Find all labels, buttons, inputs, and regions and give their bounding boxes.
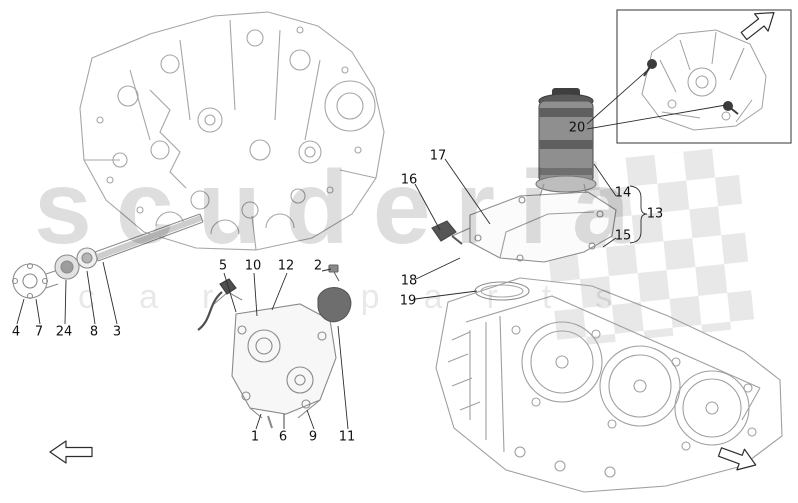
callout-18: 18: [400, 273, 418, 289]
oil-pump-drawing: [197, 264, 352, 429]
callout-1: 1: [250, 429, 260, 445]
callout-12: 12: [277, 258, 295, 274]
callout-20: 20: [568, 120, 586, 136]
callout-11: 11: [338, 429, 356, 445]
arrow-up-right-icon: [740, 12, 775, 41]
crankcase-drawing: [79, 11, 385, 251]
callout-leader-lines: [16, 67, 727, 430]
group-bracket: [629, 185, 648, 244]
callout-15: 15: [614, 228, 632, 244]
callout-2: 2: [313, 258, 323, 274]
callout-3: 3: [112, 324, 122, 340]
callout-8: 8: [89, 324, 99, 340]
callout-13: 13: [646, 206, 664, 222]
arrow-left-icon: [49, 440, 93, 464]
callout-10: 10: [244, 258, 262, 274]
callout-7: 7: [34, 324, 44, 340]
callout-5: 5: [218, 258, 228, 274]
callout-14: 14: [614, 185, 632, 201]
direction-arrows: [49, 12, 775, 471]
cylinder-block-drawing: [435, 277, 783, 493]
callout-19: 19: [399, 293, 417, 309]
callout-4: 4: [11, 324, 21, 340]
pump-shaft-parts-drawing: [11, 213, 204, 300]
oil-filter-assembly-drawing: [431, 88, 617, 301]
callout-24: 24: [55, 324, 73, 340]
callout-16: 16: [400, 172, 418, 188]
detail-inset: [616, 9, 792, 144]
callout-9: 9: [308, 429, 318, 445]
callout-6: 6: [278, 429, 288, 445]
callout-17: 17: [429, 148, 447, 164]
arrow-down-right-icon: [717, 447, 757, 471]
